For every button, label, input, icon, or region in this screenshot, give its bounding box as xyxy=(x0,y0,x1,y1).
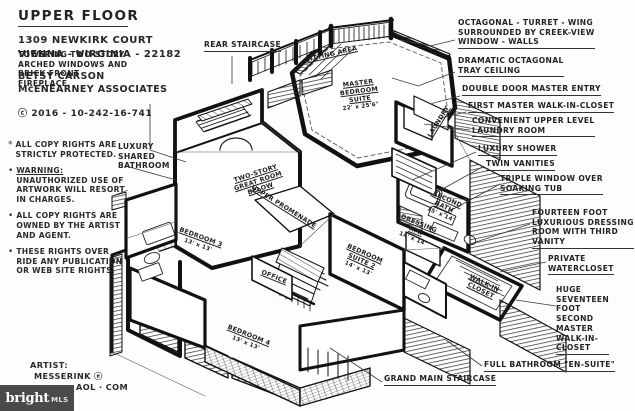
copyright-code: ⓒ 2016 - 10-242-16-741 xyxy=(18,108,153,119)
legal-note: • WARNING: UNAUTHORIZED USE OF ARTWORK W… xyxy=(8,166,128,205)
bullet-glyph: • xyxy=(8,211,14,222)
room-label-master-bedroom: MASTER BEDROOM SUITE 22' x 25'6" xyxy=(338,70,381,114)
legal-note: * ALL COPY RIGHTS ARE STRICTLY PROTECTED… xyxy=(8,140,128,160)
callout-luxury-shared-bathroom: LUXURY SHARED BATHROOM xyxy=(118,142,170,171)
room-name: MASTER BEDROOM SUITE xyxy=(339,78,379,104)
watermark-suffix: MLS xyxy=(51,396,69,404)
bullet-glyph: * xyxy=(8,140,13,150)
callout-private-watercloset: PRIVATE WATERCLOSET xyxy=(548,254,614,276)
title-underline xyxy=(18,26,128,27)
legal-note-text-wrap: WARNING: UNAUTHORIZED USE OF ARTWORK WIL… xyxy=(16,166,128,205)
legal-note-text: THESE RIGHTS OVER RIDE ANY PUBLICATION O… xyxy=(16,246,123,276)
callout-full-bathroom: FULL BATHROOM "EN-SUITE" xyxy=(484,360,616,372)
callout-dressing-room: FOURTEEN FOOT LUXURIOUS DRESSING ROOM WI… xyxy=(532,208,634,249)
bullet-glyph: • xyxy=(8,246,14,257)
legal-notes: * ALL COPY RIGHTS ARE STRICTLY PROTECTED… xyxy=(8,140,128,282)
agent-company: McENEARNEY ASSOCIATES xyxy=(18,83,168,95)
callout-triple-window: TRIPLE WINDOW OVER SOAKING TUB xyxy=(500,174,603,196)
legal-note-text: ALL COPY RIGHTS ARE STRICTLY PROTECTED. xyxy=(15,140,117,159)
address-line-1: 1309 NEWKIRK COURT xyxy=(18,35,153,46)
legal-note-text: UNAUTHORIZED USE OF ARTWORK WILL RESORT … xyxy=(16,175,125,205)
callout-rear-staircase: REAR STAIRCASE xyxy=(204,40,282,52)
callout-master-entry: DOUBLE DOOR MASTER ENTRY xyxy=(462,84,601,96)
artist-name: MESSERINK ⓔ xyxy=(34,371,103,382)
page-title: UPPER FLOOR xyxy=(18,8,140,24)
callout-second-master-closet: HUGE SEVENTEEN FOOT SECOND MASTER WALK-I… xyxy=(556,285,610,356)
brightmls-watermark: bright MLS xyxy=(0,385,74,411)
property-address: 1309 NEWKIRK COURT VIENNA - VIRGINIA - 2… xyxy=(18,34,181,61)
legal-note: • THESE RIGHTS OVER RIDE ANY PUBLICATION… xyxy=(8,247,128,277)
callout-luxury-shower: LUXURY SHOWER xyxy=(478,144,557,156)
agent-block: BETSY CARSON McENEARNEY ASSOCIATES xyxy=(18,71,181,97)
callout-laundry-room: CONVENIENT UPPER LEVEL LAUNDRY ROOM xyxy=(472,116,595,138)
callout-octagonal-turret: OCTAGONAL - TURRET - WING SURROUNDED BY … xyxy=(458,18,595,50)
bullet-glyph: • xyxy=(8,165,14,176)
artist-credit: ARTIST: MESSERINK ⓔ AOL · COM xyxy=(30,360,128,393)
artist-label: ARTIST: xyxy=(30,360,69,370)
callout-twin-vanities: TWIN VANITIES xyxy=(486,159,556,171)
watermark-brand: bright xyxy=(5,390,50,406)
callout-tray-ceiling: DRAMATIC OCTAGONAL TRAY CEILING xyxy=(458,56,564,78)
legal-note-text: ALL COPY RIGHTS ARE OWNED BY THE ARTIST … xyxy=(16,211,121,240)
agent-name: BETSY CARSON xyxy=(18,71,105,82)
title-block: UPPER FLOOR 1309 NEWKIRK COURT VIENNA - … xyxy=(18,8,181,119)
callout-towering-windows: TOWERING TWO-STORY ARCHED WINDOWS AND BR… xyxy=(18,50,128,89)
legal-note: • ALL COPY RIGHTS ARE OWNED BY THE ARTIS… xyxy=(8,211,128,241)
callout-first-walk-in-closet: FIRST MASTER WALK-IN-CLOSET xyxy=(468,101,615,113)
artist-email-domain: AOL · COM xyxy=(76,382,129,393)
address-line-2: VIENNA - VIRGINIA - 22182 xyxy=(18,48,182,60)
callout-grand-staircase: GRAND MAIN STAIRCASE xyxy=(384,374,497,386)
legal-note-heading: WARNING: xyxy=(16,165,64,175)
